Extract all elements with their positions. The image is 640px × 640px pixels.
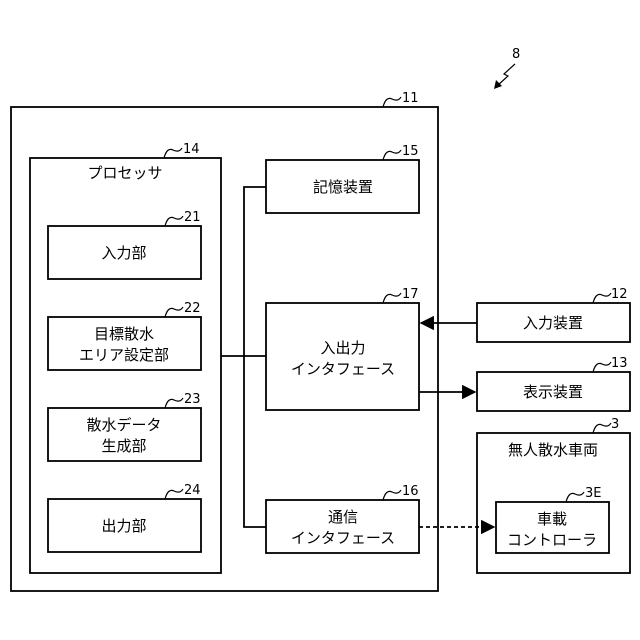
input-device-ref-leader (593, 293, 611, 303)
target-area-unit-label-1: 目標散水 (94, 325, 154, 343)
display-device-ref: 13 (611, 356, 628, 371)
comm-interface-ref: 16 (402, 484, 419, 499)
storage-ref: 15 (402, 144, 419, 159)
comm-interface-label-2: インタフェース (291, 529, 395, 547)
storage-label: 記憶装置 (313, 178, 373, 196)
io-interface-label-1: 入出力 (320, 339, 365, 357)
figure-ref-label: 8 (512, 47, 520, 62)
io-interface-ref: 17 (402, 287, 419, 302)
input-device-ref: 12 (611, 287, 628, 302)
device-ref-leader (383, 97, 401, 107)
spray-data-unit-label-2: 生成部 (101, 437, 146, 455)
display-device-label: 表示装置 (523, 383, 583, 401)
vehicle-ref-leader (593, 423, 611, 433)
input-unit-ref: 21 (184, 210, 201, 225)
device-ref: 11 (402, 91, 419, 106)
spray-data-unit-ref: 23 (184, 392, 201, 407)
spray-data-unit-label-1: 散水データ (86, 416, 161, 434)
input-device-label: 入力装置 (523, 314, 583, 332)
figure-ref-leader (497, 64, 515, 86)
controller-label-2: コントローラ (507, 531, 597, 549)
display-device-ref-leader (593, 362, 611, 372)
io-interface-label-2: インタフェース (291, 360, 395, 378)
figure-ref-8: 8 (494, 47, 520, 89)
output-unit-ref: 24 (184, 483, 201, 498)
output-unit-label: 出力部 (101, 517, 146, 535)
comm-interface-label-1: 通信 (328, 508, 358, 526)
target-area-unit-ref: 22 (184, 301, 201, 316)
vehicle-label: 無人散水車両 (508, 441, 598, 459)
controller-label-1: 車載 (537, 510, 567, 528)
figure-ref-arrowhead (494, 80, 502, 89)
input-unit-label: 入力部 (101, 244, 146, 262)
processor-label: プロセッサ (87, 164, 162, 182)
processor-ref: 14 (183, 142, 200, 157)
target-area-unit-label-2: エリア設定部 (79, 346, 169, 364)
controller-ref: 3E (585, 486, 602, 501)
vehicle-ref: 3 (611, 417, 619, 432)
